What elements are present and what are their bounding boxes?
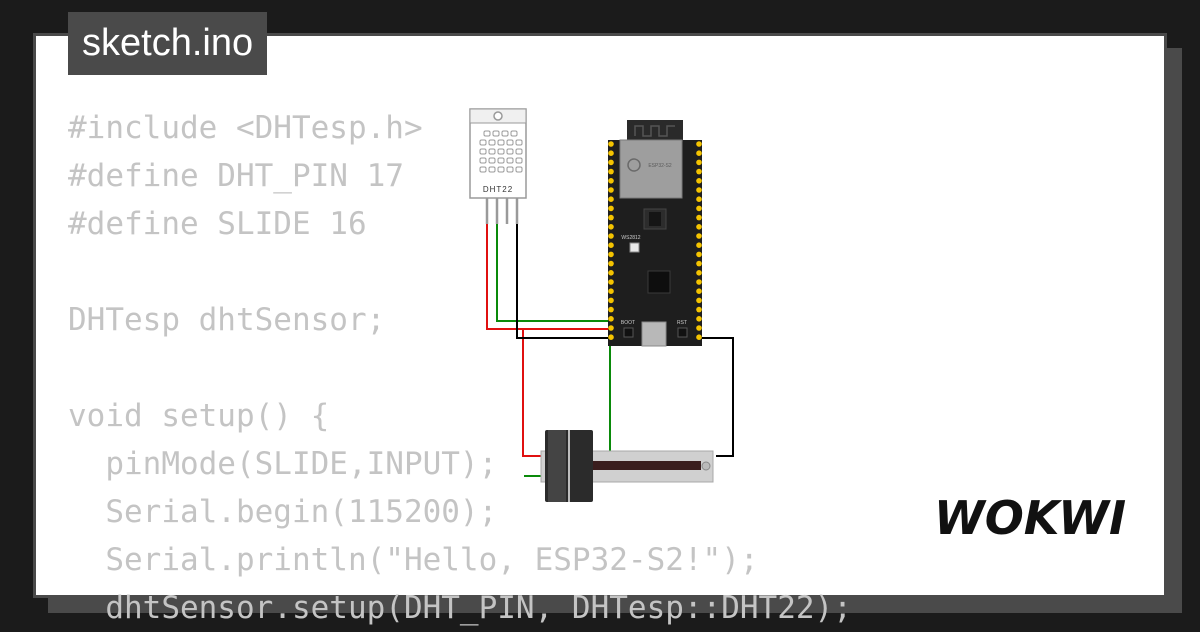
wokwi-logo-text: WOKWI (934, 491, 1126, 545)
wire-red (486, 224, 614, 330)
board-pin (608, 334, 614, 341)
code-line: #define DHT_PIN 17 (68, 158, 404, 194)
code-line: Serial.println("Hello, ESP32-S2!"); (68, 542, 759, 578)
code-line: pinMode(SLIDE,INPUT); (68, 446, 498, 482)
dht-grille (479, 130, 523, 173)
board-pin (696, 196, 702, 202)
board-pin (608, 214, 614, 221)
board-pin (608, 150, 614, 156)
dht-pins (485, 198, 519, 224)
code-line: DHTesp dhtSensor; (68, 302, 386, 338)
board-pin (608, 325, 614, 331)
board-pin (608, 187, 614, 193)
board-led (629, 242, 640, 253)
board-pin (696, 187, 702, 193)
board-pin (608, 168, 614, 175)
board-pin (608, 251, 614, 258)
board-pin (608, 260, 614, 267)
wire-black (516, 224, 734, 457)
code-line: Serial.begin(115200); (68, 494, 498, 530)
slide-track (581, 461, 701, 470)
reset-button[interactable] (677, 327, 688, 338)
rst-label: RST (677, 320, 687, 326)
board-pin (608, 178, 614, 184)
file-tab[interactable]: sketch.ino (68, 12, 268, 75)
board-pin (696, 205, 702, 212)
esp32-s2-board[interactable]: ESP32-S2 WS2812 BOOT RST (608, 120, 702, 347)
board-pin (696, 141, 702, 147)
board-pin (696, 288, 702, 294)
board-pin (696, 224, 702, 230)
slide-knob[interactable] (545, 430, 593, 502)
board-pin (608, 196, 614, 202)
board-pin (696, 325, 702, 331)
project-card: #include <DHTesp.h> #define DHT_PIN 17 #de… (33, 33, 1167, 626)
board-pin (696, 159, 702, 166)
board-pin (696, 260, 702, 267)
code-preview: #include <DHTesp.h> #define DHT_PIN 17 #de… (68, 104, 852, 632)
board-pin (608, 306, 614, 313)
circuit-diagram: DHT22 ESP32-S2 WS2812 BOOT (469, 108, 734, 502)
board-pin (608, 233, 614, 239)
board-pin (608, 205, 614, 212)
board-pin (696, 178, 702, 184)
board-pin (608, 297, 614, 304)
board-mcu-chip (647, 270, 671, 294)
code-line: #include <DHTesp.h> (68, 110, 423, 146)
dht22-sensor[interactable]: DHT22 (469, 108, 527, 224)
code-line: void setup() { (68, 398, 330, 434)
board-pin (696, 279, 702, 285)
board-pin (696, 270, 702, 276)
board-pin (608, 224, 614, 230)
boot-label: BOOT (621, 320, 635, 326)
board-usb-port (641, 321, 667, 347)
board-pin (608, 288, 614, 294)
board-pin (696, 150, 702, 156)
board-pin (696, 297, 702, 304)
board-pin (696, 251, 702, 258)
wokwi-logo: WOKWI (934, 491, 1126, 545)
code-line: dhtSensor.setup(DHT_PIN, DHTesp::DHT22); (68, 590, 852, 626)
dht-label: DHT22 (483, 185, 513, 194)
slide-potentiometer[interactable] (540, 430, 714, 502)
board-pin (608, 159, 614, 166)
board-pin (608, 316, 614, 322)
board-pins (608, 141, 702, 341)
board-pin (696, 233, 702, 239)
board-pin (696, 214, 702, 221)
board-pin (608, 242, 614, 248)
board-pin (608, 141, 614, 147)
board-pin (608, 279, 614, 285)
board-module-label: ESP32-S2 (648, 163, 672, 169)
board-led-label: WS2812 (621, 235, 640, 241)
boot-button[interactable] (623, 327, 634, 338)
board-pin (696, 168, 702, 175)
board-pin (696, 334, 702, 341)
wire-red (522, 328, 613, 457)
board-pin (696, 316, 702, 322)
board-pin (608, 270, 614, 276)
board-pin (696, 242, 702, 248)
code-line: #define SLIDE 16 (68, 206, 367, 242)
board-pin (696, 306, 702, 313)
